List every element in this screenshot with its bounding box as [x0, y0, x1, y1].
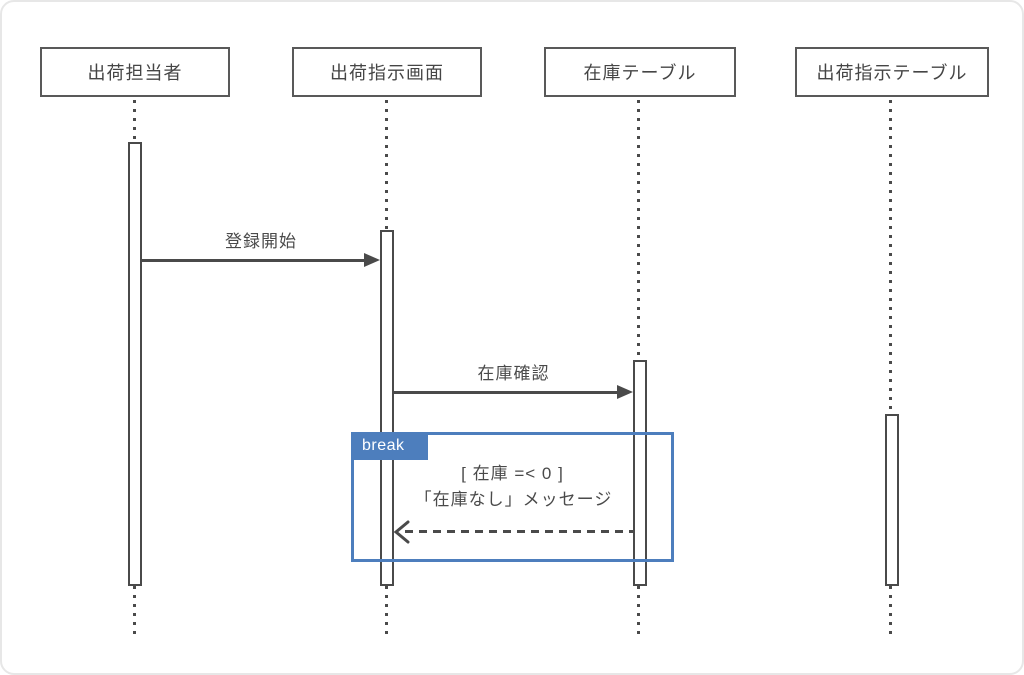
lifeline-dashed-line: [385, 100, 388, 230]
lifeline-dashed-line: [889, 100, 892, 414]
open-arrowhead-icon: [393, 520, 410, 544]
lifeline-dashed-line: [385, 586, 388, 634]
lifeline-header-shipping-staff: 出荷担当者: [40, 47, 230, 97]
message-label-inventory-check: 在庫確認: [477, 364, 550, 383]
lifeline-dashed-line: [637, 586, 640, 634]
fragment-guard-condition: [ 在庫 =< 0 ]: [461, 464, 564, 483]
lifeline-dashed-line: [637, 100, 640, 360]
arrowhead-icon: [617, 385, 633, 399]
lifeline-label: 出荷指示テーブル: [816, 63, 968, 83]
activation-bar-inventory-table: [633, 360, 647, 586]
activation-bar-shipping-staff: [128, 142, 142, 586]
lifeline-dashed-line: [133, 100, 136, 142]
return-message-dashed-line: [405, 530, 633, 533]
lifeline-label: 出荷指示画面: [330, 63, 444, 83]
lifeline-header-shipping-instruction-table: 出荷指示テーブル: [795, 47, 989, 97]
message-label-no-stock-message: 「在庫なし」メッセージ: [414, 490, 613, 509]
lifeline-label: 在庫テーブル: [583, 63, 697, 83]
lifeline-dashed-line: [889, 586, 892, 634]
message-line: [394, 391, 618, 394]
message-line: [142, 259, 366, 262]
lifeline-header-inventory-table: 在庫テーブル: [544, 47, 736, 97]
activation-bar-shipping-instruction-screen: [380, 230, 394, 586]
lifeline-label: 出荷担当者: [87, 63, 183, 83]
fragment-operator-tab: break: [351, 432, 428, 460]
message-label-start-registration: 登録開始: [225, 232, 297, 251]
break-fragment: break [ 在庫 =< 0 ]: [351, 432, 674, 562]
activation-bar-shipping-instruction-table: [885, 414, 899, 586]
lifeline-dashed-line: [133, 586, 136, 634]
lifeline-header-shipping-instruction-screen: 出荷指示画面: [292, 47, 482, 97]
arrowhead-icon: [364, 253, 380, 267]
